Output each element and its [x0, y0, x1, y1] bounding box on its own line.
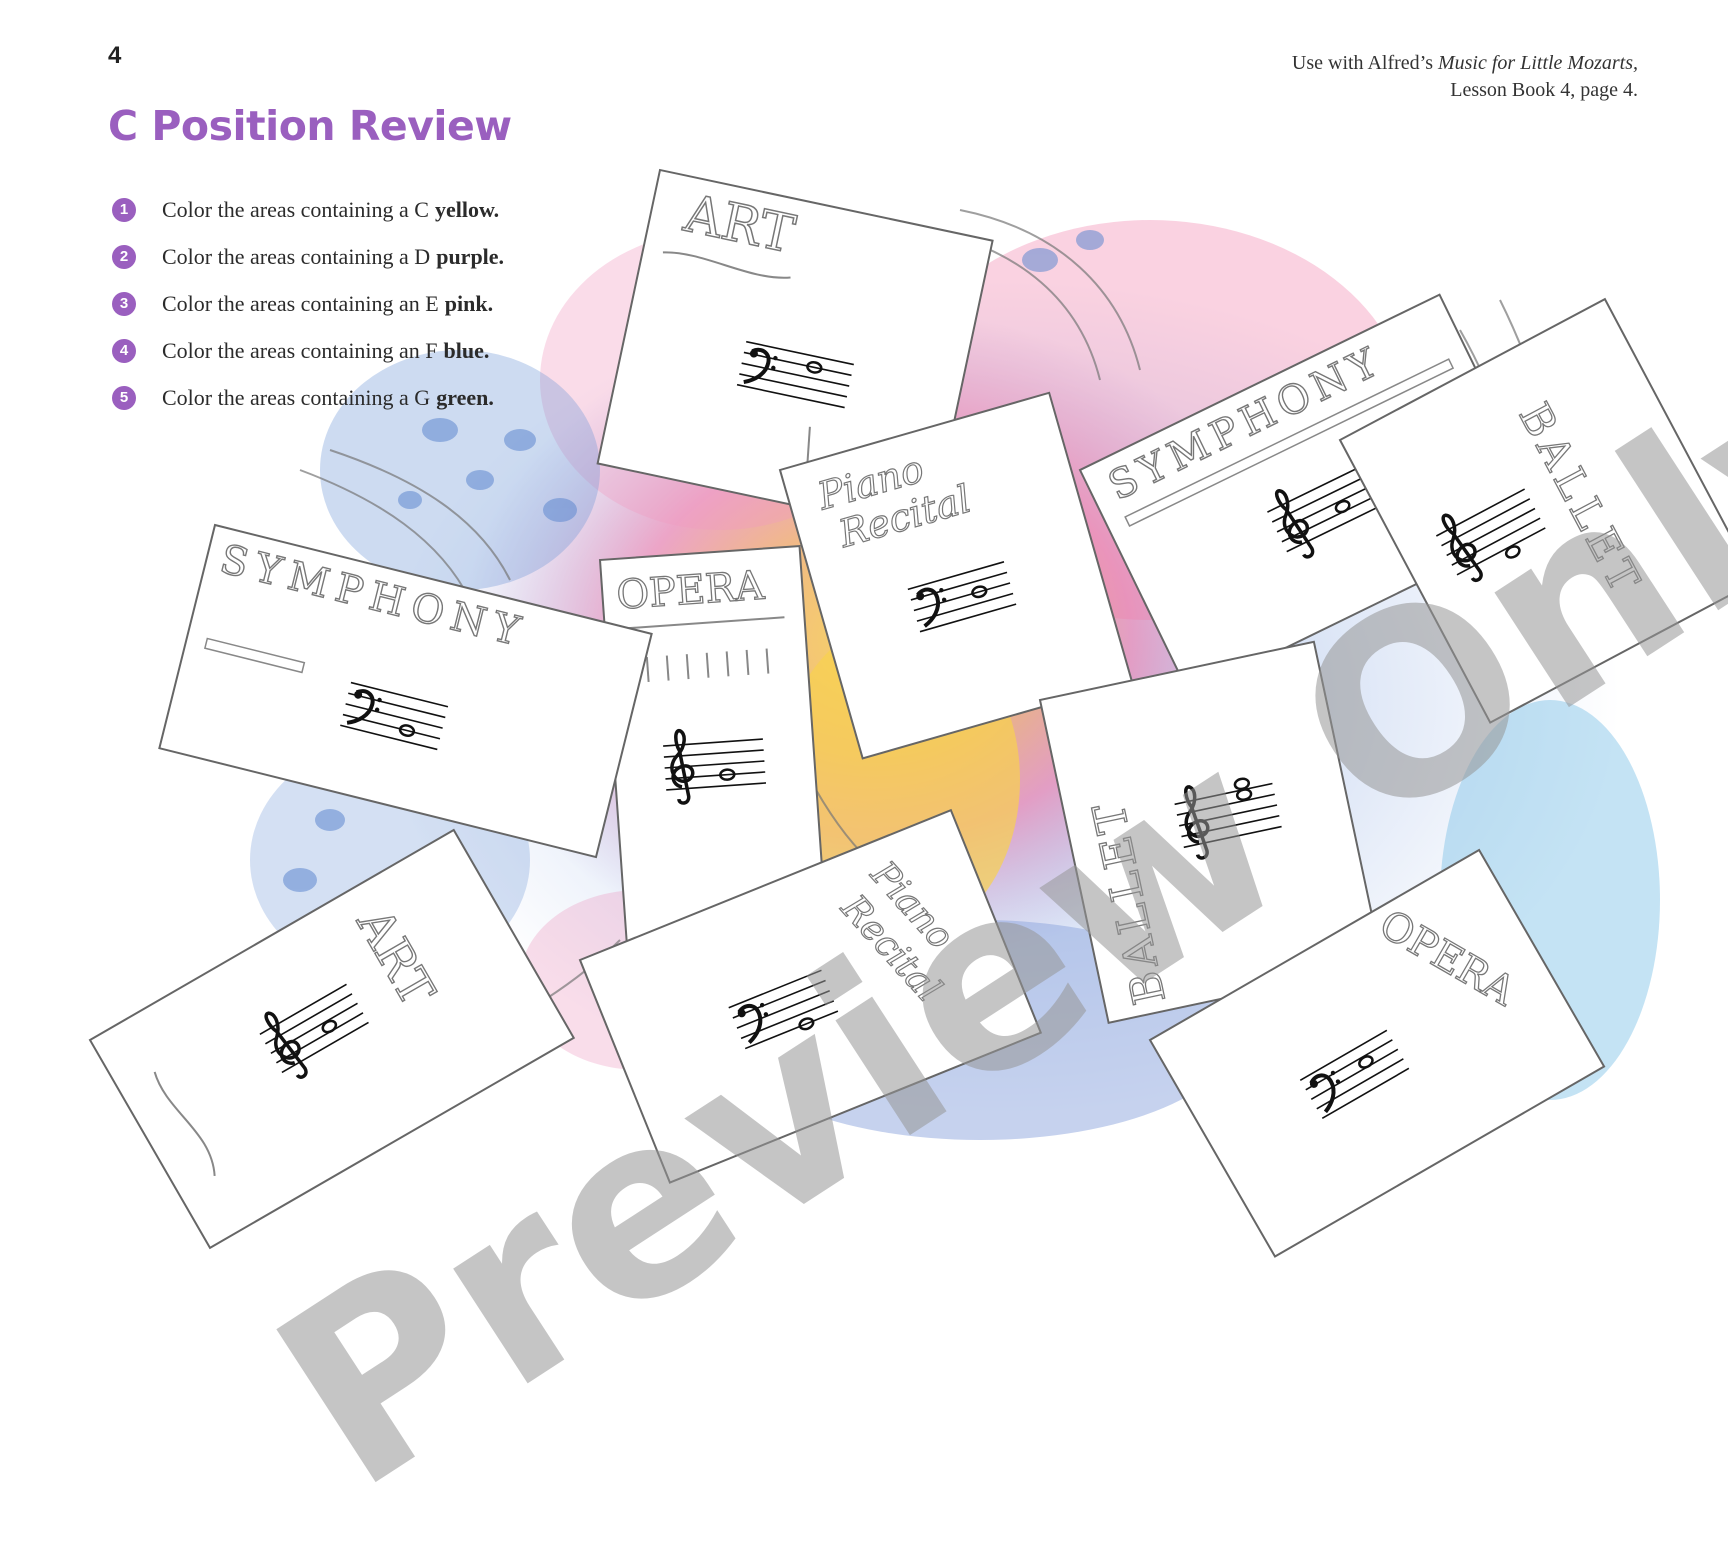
- instruction-color-word: pink.: [444, 290, 494, 316]
- instruction-color-word: green.: [436, 384, 494, 410]
- instruction-color-word: purple.: [436, 243, 505, 269]
- program-piano-recital-bottom: Piano Recital: [578, 808, 1043, 1184]
- source-note-prefix: Use with Alfred’s: [1291, 52, 1438, 74]
- program-piano-recital-center: Piano Recital: [778, 391, 1134, 760]
- program-art-bottom: ART: [88, 828, 576, 1250]
- instruction-text: Color the areas containing a C: [162, 196, 429, 222]
- source-note: Use with Alfred’s Music for Little Mozar…: [1292, 50, 1638, 104]
- step-number-badge: 5: [112, 385, 136, 410]
- step-number-badge: 1: [112, 197, 136, 222]
- illustration: ART SYMPHONY Piano Recital OPER: [88, 168, 1728, 1258]
- instruction-item: 3 Color the areas containing an E pink.: [112, 280, 504, 327]
- instruction-text: Color the areas containing an F: [162, 337, 438, 363]
- instruction-list: 1 Color the areas containing a C yellow.…: [112, 186, 504, 421]
- instruction-item: 2 Color the areas containing a D purple.: [112, 233, 504, 280]
- step-number-badge: 2: [112, 244, 136, 269]
- instruction-color-word: yellow.: [434, 196, 500, 222]
- instruction-text: Color the areas containing a D: [162, 243, 431, 269]
- step-number-badge: 4: [112, 338, 136, 363]
- program-title: OPERA: [615, 563, 767, 619]
- source-note-book-title: Music for Little Mozarts,: [1437, 52, 1638, 74]
- instruction-item: 4 Color the areas containing an F blue.: [112, 327, 504, 374]
- instruction-text: Color the areas containing an E: [162, 290, 439, 316]
- source-note-line2: Lesson Book 4, page 4.: [1450, 79, 1638, 101]
- page-number: 4: [108, 42, 122, 69]
- program-opera-bottom: OPERA: [1148, 848, 1606, 1258]
- program-ballet-right: BALLET: [1338, 297, 1728, 724]
- page-title: C Position Review: [108, 102, 512, 150]
- step-number-badge: 3: [112, 291, 136, 316]
- instruction-item: 5 Color the areas containing a G green.: [112, 374, 504, 421]
- instruction-color-word: blue.: [443, 337, 490, 363]
- instruction-text: Color the areas containing a G: [162, 384, 431, 410]
- instruction-item: 1 Color the areas containing a C yellow.: [112, 186, 504, 233]
